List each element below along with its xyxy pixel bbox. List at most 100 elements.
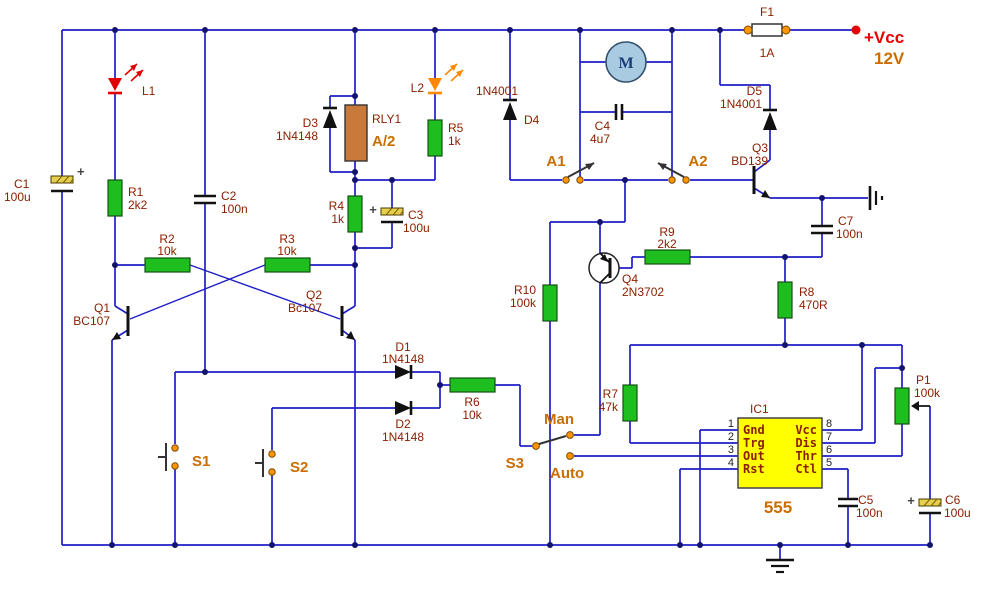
r8-value-label: 470R [799, 298, 828, 312]
c4-ref-label: C4 [595, 119, 611, 133]
ground-right-icon [868, 186, 884, 210]
pin-number: 4 [728, 457, 734, 469]
switch-s1: S1 [158, 443, 210, 471]
r2-value-label: 10k [157, 244, 177, 258]
pin-name-vcc: Vcc [795, 423, 817, 437]
fuse-rating-label: 1A [760, 46, 775, 60]
transistor-q4: Q4 2N3702 [588, 252, 664, 299]
motor-icon [605, 41, 647, 83]
led-l2-icon [428, 78, 442, 91]
fuse-f1: F1 1A [743, 5, 791, 60]
fuse-terminal-icon [743, 25, 753, 35]
fuse-terminal-icon [781, 25, 791, 35]
c6-ref-label: C6 [945, 493, 961, 507]
pin-name-ctl: Ctl [795, 462, 817, 476]
capacitor-c7: C7 100n [811, 214, 863, 241]
d4-ref-label: D4 [524, 113, 540, 127]
q1-value-label: BC107 [73, 314, 110, 328]
r5-ref-label: R5 [448, 121, 464, 135]
r1-ref-label: R1 [128, 185, 144, 199]
contact-a1: A1 [546, 153, 595, 184]
ground-bottom-icon [766, 558, 794, 574]
pin-number: 6 [826, 444, 832, 456]
resistor-r9: R9 2k2 [644, 225, 691, 265]
contact-arrow-icon [658, 163, 667, 170]
pin-number: 7 [826, 431, 832, 443]
c5-ref-label: C5 [858, 493, 874, 507]
r9-value-label: 2k2 [657, 237, 677, 251]
led-l1-icon [108, 78, 122, 91]
q3-value-label: BD139 [731, 154, 768, 168]
d4-value-label: 1N4001 [476, 84, 518, 98]
pin-name-thr: Thr [795, 449, 817, 463]
contact-a2-label: A2 [688, 153, 707, 170]
r8-ref-label: R8 [799, 285, 815, 299]
contact-arrow-icon [585, 163, 594, 170]
transistor-q2: Q2 Bc107 [288, 288, 355, 340]
r10-value-label: 100k [510, 296, 537, 310]
pin-number: 2 [728, 431, 734, 443]
ic1-ref-label: IC1 [750, 402, 769, 416]
transistor-q3: Q3 BD139 [731, 141, 770, 198]
wires [61, 29, 931, 560]
relay-ref-label: RLY1 [372, 112, 401, 126]
r6-ref-label: R6 [464, 395, 480, 409]
c5-value-label: 100n [856, 506, 883, 520]
relay-contacts-label: A/2 [372, 133, 395, 150]
capacitor-c3: + C3 100u [369, 202, 430, 235]
c1-ref-label: C1 [14, 177, 30, 191]
q4-value-label: 2N3702 [622, 285, 664, 299]
r7-value-label: 47k [599, 400, 619, 414]
capacitor-c2: C2 100n [194, 189, 248, 216]
relay-rly1: RLY1 A/2 [344, 104, 401, 162]
emitter-arrow-icon [346, 331, 355, 340]
q2-value-label: Bc107 [288, 301, 322, 315]
c7-value-label: 100n [836, 227, 863, 241]
switch-s3-label: S3 [506, 455, 524, 472]
pin-number: 1 [728, 418, 734, 430]
switch-s3-auto-label: Auto [550, 465, 584, 482]
resistor-r3: R3 10k [264, 232, 311, 273]
p1-value-label: 100k [914, 386, 941, 400]
c3-ref-label: C3 [408, 208, 424, 222]
emitter-arrow-icon [112, 332, 121, 340]
c4-value-label: 4u7 [590, 132, 610, 146]
c1-plus-sign: + [77, 164, 85, 179]
c6-value-label: 100u [944, 506, 971, 520]
led-l2: L2 [411, 63, 464, 95]
c6-plus-sign: + [907, 493, 915, 508]
diode-d5: D5 1N4001 [720, 84, 777, 130]
d5-ref-label: D5 [747, 84, 763, 98]
switch-s3-man-label: Man [544, 411, 574, 428]
vcc-terminal: +Vcc 12V [851, 25, 905, 68]
pin-name-out: Out [743, 449, 765, 463]
r5-value-label: 1k [448, 134, 462, 148]
contact-a2: A2 [657, 153, 708, 184]
r3-ref-label: R3 [279, 232, 295, 246]
c2-value-label: 100n [221, 202, 248, 216]
c1-value-label: 100u [4, 190, 31, 204]
r3-value-label: 10k [277, 244, 297, 258]
emitter-arrow-icon [600, 254, 608, 262]
vcc-label: +Vcc [864, 28, 904, 47]
d3-value-label: 1N4148 [276, 129, 318, 143]
motor-label: M [618, 55, 633, 72]
d1-value-label: 1N4148 [382, 352, 424, 366]
p1-ref-label: P1 [916, 373, 931, 387]
switch-s1-label: S1 [192, 453, 210, 470]
switch-s2: S2 [255, 449, 308, 477]
led-l1: L1 [108, 63, 156, 98]
led-l1-label: L1 [142, 84, 156, 98]
capacitor-c1: + C1 100u [4, 164, 85, 204]
r9-ref-label: R9 [659, 225, 675, 239]
emitter-arrow-icon [761, 190, 770, 198]
r4-value-label: 1k [331, 212, 345, 226]
capacitor-c5: C5 100n [838, 493, 883, 520]
pin-name-rst: Rst [743, 462, 765, 476]
r4-ref-label: R4 [329, 199, 345, 213]
ic1-name-label: 555 [764, 498, 792, 517]
q2-ref-label: Q2 [306, 288, 322, 302]
diode-d1: D1 1N4148 [382, 340, 424, 379]
c3-value-label: 100u [403, 221, 430, 235]
